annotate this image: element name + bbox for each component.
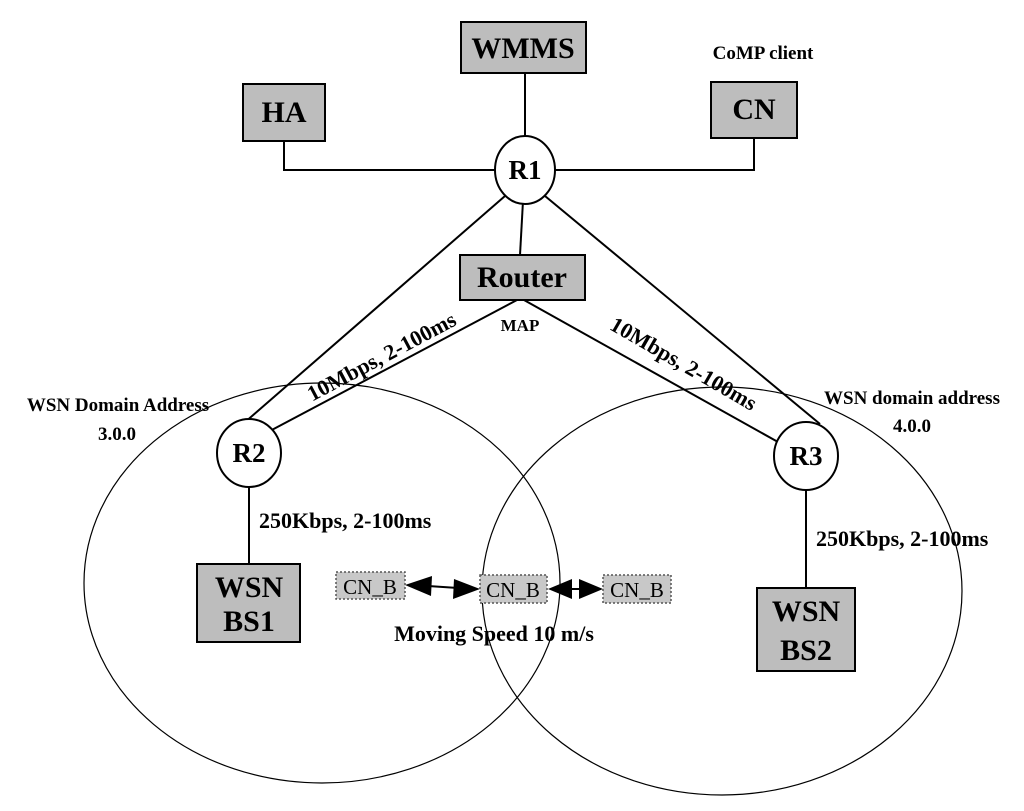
r2-node: [216, 418, 282, 488]
link-r1-r3: [544, 195, 821, 425]
cn-b-left-label: CN_B: [343, 575, 397, 599]
right-domain-title: WSN domain address: [824, 388, 1000, 409]
wmms-label: WMMS: [471, 32, 574, 65]
ha-label: HA: [262, 96, 307, 129]
wmms-box: [460, 21, 587, 74]
link-ha-r1: [283, 140, 497, 171]
map-label: MAP: [501, 316, 540, 335]
comp-client-label: CoMP client: [713, 43, 814, 64]
wsn-bs2-label-line1: WSN: [772, 595, 841, 628]
moving-speed-label: Moving Speed 10 m/s: [394, 621, 594, 646]
move-arrow-right: [548, 579, 603, 599]
link-label-r2-bs1: 250Kbps, 2-100ms: [259, 508, 432, 533]
wsn-bs2-box: [756, 587, 856, 672]
r3-node: [773, 421, 839, 491]
cn-b-center-label: CN_B: [486, 578, 540, 602]
cn-b-right-label: CN_B: [610, 578, 664, 602]
r1-node: [494, 135, 556, 205]
move-arrow-left: [405, 576, 480, 599]
right-domain-address: 4.0.0: [893, 416, 931, 437]
r2-label: R2: [233, 438, 266, 468]
cn-b-center-box: [479, 574, 548, 604]
router-label: Router: [477, 261, 567, 294]
link-label-router-r2: 10Mbps, 2-100ms: [303, 306, 461, 406]
wsn-bs1-box: [196, 563, 301, 643]
link-router-r3: [523, 299, 779, 443]
left-domain-title: WSN Domain Address: [27, 395, 209, 416]
ha-box: [242, 83, 326, 142]
link-label-router-r3: 10Mbps, 2-100ms: [606, 311, 762, 415]
cn-label: CN: [732, 93, 776, 126]
cn-box: [710, 81, 798, 139]
link-r1-router: [519, 200, 524, 256]
wsn-bs1-label-line1: WSN: [215, 571, 284, 604]
wsn-bs2-label-line2: BS2: [780, 634, 832, 667]
link-r1-r2: [235, 195, 506, 431]
link-label-r3-bs2: 250Kbps, 2-100ms: [816, 526, 989, 551]
r3-label: R3: [790, 441, 823, 471]
router-box: [459, 254, 586, 301]
wsn-domain-left-ellipse: [83, 382, 561, 784]
link-router-r2: [267, 299, 518, 433]
r1-label: R1: [509, 155, 542, 185]
link-cn-r1: [553, 138, 755, 171]
wsn-bs1-label-line2: BS1: [223, 605, 275, 638]
left-domain-address: 3.0.0: [98, 424, 136, 445]
cn-b-left-box: [335, 571, 406, 600]
